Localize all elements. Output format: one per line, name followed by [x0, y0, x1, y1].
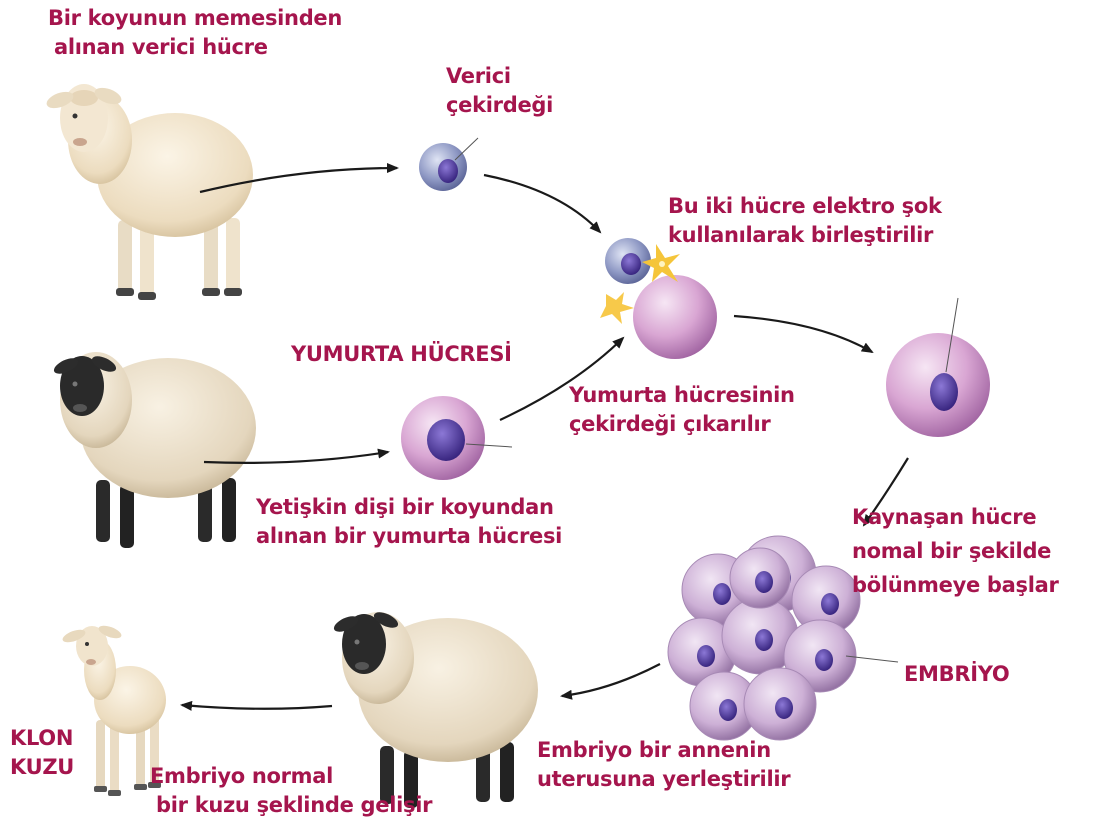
enucleated-egg [633, 275, 717, 359]
fusion-label: Bu iki hücre elektro şok kullanılarak bi… [668, 192, 942, 250]
arrow-donor-cell-to-fusion [484, 175, 600, 232]
donor-source-line-1: Bir koyunun memesinden [48, 4, 342, 33]
nucleus-removed-line-2: çekirdeği çıkarılır [569, 410, 795, 439]
fusion-line-1: Bu iki hücre elektro şok [668, 192, 942, 221]
embryo-cell-nucleus [719, 699, 737, 721]
egg-donor-sheep-icon [52, 352, 256, 548]
implant-label: Embriyo bir annenin uterusuna yerleştiri… [537, 736, 790, 794]
embryo-cell-nucleus [755, 629, 773, 651]
embryo-cell-nucleus [821, 593, 839, 615]
donor-nucleus-line-1: Verici [446, 62, 553, 91]
fused-nucleus [930, 373, 958, 411]
arrow-fusion-to-fused-cell [734, 316, 872, 352]
embryo-cell-nucleus [713, 583, 731, 605]
fusion-line-2: kullanılarak birleştirilir [668, 221, 942, 250]
nucleus-removed-label: Yumurta hücresinin çekirdeği çıkarılır [569, 381, 795, 439]
donor-source-line-2: alınan verici hücre [48, 33, 342, 62]
division-line-1: Kaynaşan hücre [852, 500, 1059, 534]
egg-cell [401, 396, 512, 480]
embryo-title: EMBRİYO [904, 660, 1009, 689]
growth-line-2: bir kuzu şeklinde gelişir [150, 791, 432, 820]
embryo-label: EMBRİYO [904, 660, 1009, 689]
arrow-surrogate-to-lamb [182, 705, 332, 709]
donor-sheep-icon [44, 84, 253, 300]
growth-label: Embriyo normal bir kuzu şeklinde gelişir [150, 762, 432, 820]
donor-source-label: Bir koyunun memesinden alınan verici hüc… [48, 4, 342, 62]
egg-cell-title: YUMURTA HÜCRESİ [291, 340, 512, 369]
egg-source-label: Yetişkin dişi bir koyundan alınan bir yu… [256, 493, 562, 551]
clone-line-2: KUZU [10, 753, 74, 782]
embryo-cell-nucleus [755, 571, 773, 593]
donor-nucleus-line-2: çekirdeği [446, 91, 553, 120]
fused-cell [886, 298, 990, 437]
nucleus-removed-line-1: Yumurta hücresinin [569, 381, 795, 410]
clone-label: KLON KUZU [10, 724, 74, 782]
donor-nucleus [438, 159, 458, 183]
egg-cell-label: YUMURTA HÜCRESİ [291, 340, 512, 369]
embryo-cell-nucleus [697, 645, 715, 667]
egg-source-line-1: Yetişkin dişi bir koyundan [256, 493, 562, 522]
donor-cell [419, 138, 478, 191]
egg-source-line-2: alınan bir yumurta hücresi [256, 522, 562, 551]
egg-nucleus [427, 419, 465, 461]
division-line-3: bölünmeye başlar [852, 568, 1059, 602]
fusion-cells [600, 238, 717, 359]
implant-line-2: uterusuna yerleştirilir [537, 765, 790, 794]
donor-nucleus-label: Verici çekirdeği [446, 62, 553, 120]
embryo-cell-nucleus [815, 649, 833, 671]
embryo-cell-nucleus [775, 697, 793, 719]
division-label: Kaynaşan hücre nomal bir şekilde bölünme… [852, 500, 1059, 602]
division-line-2: nomal bir şekilde [852, 534, 1059, 568]
arrow-embryo-to-surrogate [562, 664, 660, 696]
growth-line-1: Embriyo normal [150, 762, 432, 791]
implant-line-1: Embriyo bir annenin [537, 736, 790, 765]
clone-line-1: KLON [10, 724, 74, 753]
